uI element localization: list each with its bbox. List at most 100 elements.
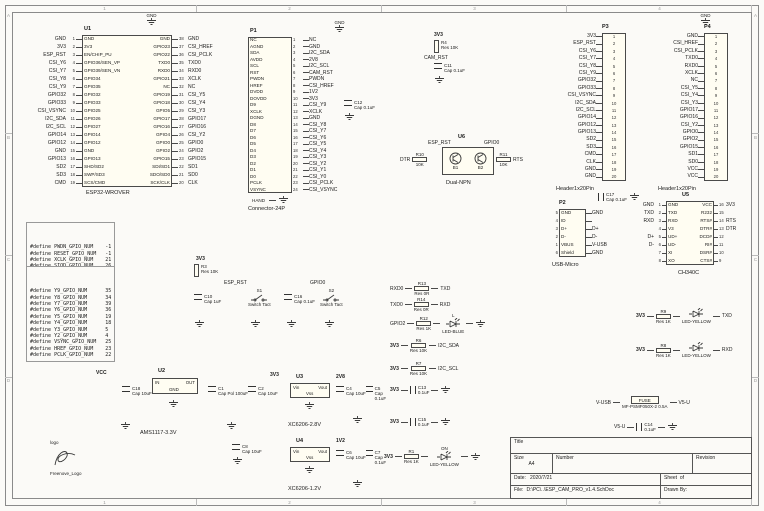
net-label: GPIO2 <box>188 148 204 154</box>
pin-stub <box>172 78 178 80</box>
pin-stub <box>76 70 82 72</box>
pin-stub <box>698 50 704 52</box>
pin-number: 13 <box>719 226 724 231</box>
pin-number: 12 <box>713 115 719 121</box>
resistor-des: R12 <box>419 316 428 321</box>
pin-number: 9 <box>612 93 616 99</box>
net-label: CSI_VSYNC <box>309 186 338 193</box>
p3-pin-row: CMD 17 <box>550 151 628 158</box>
pin-number: 5 <box>612 63 616 69</box>
pin-stub <box>698 154 704 156</box>
pin-number: 16 <box>611 144 617 150</box>
pin-name: GPIO25 <box>84 108 101 113</box>
p3-pin-row: I2C_SCL 11 <box>550 107 628 114</box>
gnd-symbol-icon <box>701 18 710 25</box>
net-label: GND <box>54 36 66 42</box>
p4-body <box>704 33 728 181</box>
pin-name: VSYNC <box>250 186 266 192</box>
pin-stub <box>596 176 602 178</box>
net-label: GPIO16 <box>679 114 698 121</box>
pin-stub <box>303 46 309 48</box>
pin-name: D5 <box>250 141 256 146</box>
pin-stub <box>596 124 602 126</box>
pin-number: 2 <box>714 41 718 47</box>
wire <box>430 304 438 305</box>
pin-stub <box>303 176 309 178</box>
pin-stub <box>172 46 178 48</box>
p3-pin-row: GPIO14 12 <box>550 114 628 121</box>
pin-stub <box>76 38 82 40</box>
pin-number: 4 <box>555 218 558 223</box>
led-icon <box>689 342 704 352</box>
pin-number: 11 <box>70 116 75 121</box>
pin-number: 21 <box>293 167 298 172</box>
pin-stub <box>303 78 309 80</box>
net-label-txd: TXD <box>721 313 732 319</box>
p1-pin-row: PWDN 7 PWDN <box>248 76 358 83</box>
pin-number: 12 <box>719 234 724 239</box>
wire <box>400 368 408 369</box>
define-line: #define PCLK_GPIO_NUM 22 <box>30 352 112 359</box>
zone-label: B <box>753 134 757 140</box>
pin-stub <box>303 130 309 132</box>
net-label: I2C_SDA <box>575 99 596 106</box>
u4-pin-vout: Vout <box>318 449 327 454</box>
define-line: #define Y9_GPIO_NUM 35 <box>30 288 112 295</box>
net-label: DTR <box>726 226 737 232</box>
zone-label: 4 <box>658 500 661 505</box>
pin-number: 27 <box>179 124 184 129</box>
net-label: GND <box>309 43 321 50</box>
u4-pin-vss: Vss <box>306 455 314 460</box>
resistor-icon <box>655 347 671 353</box>
define-line: #define VSYNC_GPIO_NUM 25 <box>30 339 112 346</box>
pin-name: SCL <box>250 63 259 68</box>
u4-part-name: XC6206-1.2V <box>288 486 322 492</box>
net-label: GND <box>592 250 604 256</box>
cap-val: Cap 10uF <box>242 449 262 454</box>
component-p1-camera-connector: P1 NC 1 NC AGND 2 GND SDA <box>248 28 358 214</box>
pin-name: AGND <box>250 43 264 49</box>
pin-number: 19 <box>70 180 75 185</box>
gnd-symbol-icon <box>287 320 296 327</box>
pin-stub <box>172 174 178 176</box>
net-label: CSI_Y7 <box>578 55 596 62</box>
cap-des: C2 <box>258 386 264 391</box>
net-label: GPIO33 <box>47 100 66 106</box>
pin-stub <box>303 85 309 87</box>
net-label: GPIO17 <box>679 106 698 113</box>
gnd-symbol-icon <box>470 452 480 460</box>
p1-pin-row: D6 16 CSI_Y6 <box>248 135 358 142</box>
pin-stub <box>303 91 309 93</box>
resistor-icon <box>411 343 427 348</box>
pin-stub <box>172 102 178 104</box>
wire <box>407 323 415 324</box>
pin-stub <box>76 54 82 56</box>
pin-number: 24 <box>179 148 184 153</box>
pin-stub <box>76 110 82 112</box>
net-label: I2C_SCL <box>575 106 596 113</box>
pin-stub <box>698 43 704 45</box>
pin-name: GPIO17 <box>153 116 170 121</box>
p3-pin-row: GPIO33 8 <box>550 85 628 92</box>
pin-name: D3 <box>250 154 256 159</box>
pin-number: 36 <box>179 52 184 57</box>
pin-number: 16 <box>293 134 298 140</box>
pin-stub <box>596 132 602 134</box>
u1-pin-row: GPIO12 14 GPIO12 GPIO0 25 GPIO0 <box>24 139 230 147</box>
u1-part-name: ESP32-WROVER <box>86 190 130 196</box>
u1-pin-row: 3V3 2 3V3 GPIO23 37 CSI_HREF <box>24 43 230 51</box>
pin-name: DOVDD <box>250 95 267 101</box>
pin-number: 5 <box>658 234 661 239</box>
cap-des: C13 <box>417 385 427 390</box>
pin-number: 2 <box>72 44 75 49</box>
pin-name: GPIO34 <box>84 76 101 81</box>
gnd-symbol-icon <box>147 18 156 25</box>
component-p2-usb-micro: P2 5 GND GND 4 ID 3 <box>550 200 632 274</box>
net-label: TXD0 <box>188 60 201 66</box>
net-label: SD2 <box>586 136 596 143</box>
